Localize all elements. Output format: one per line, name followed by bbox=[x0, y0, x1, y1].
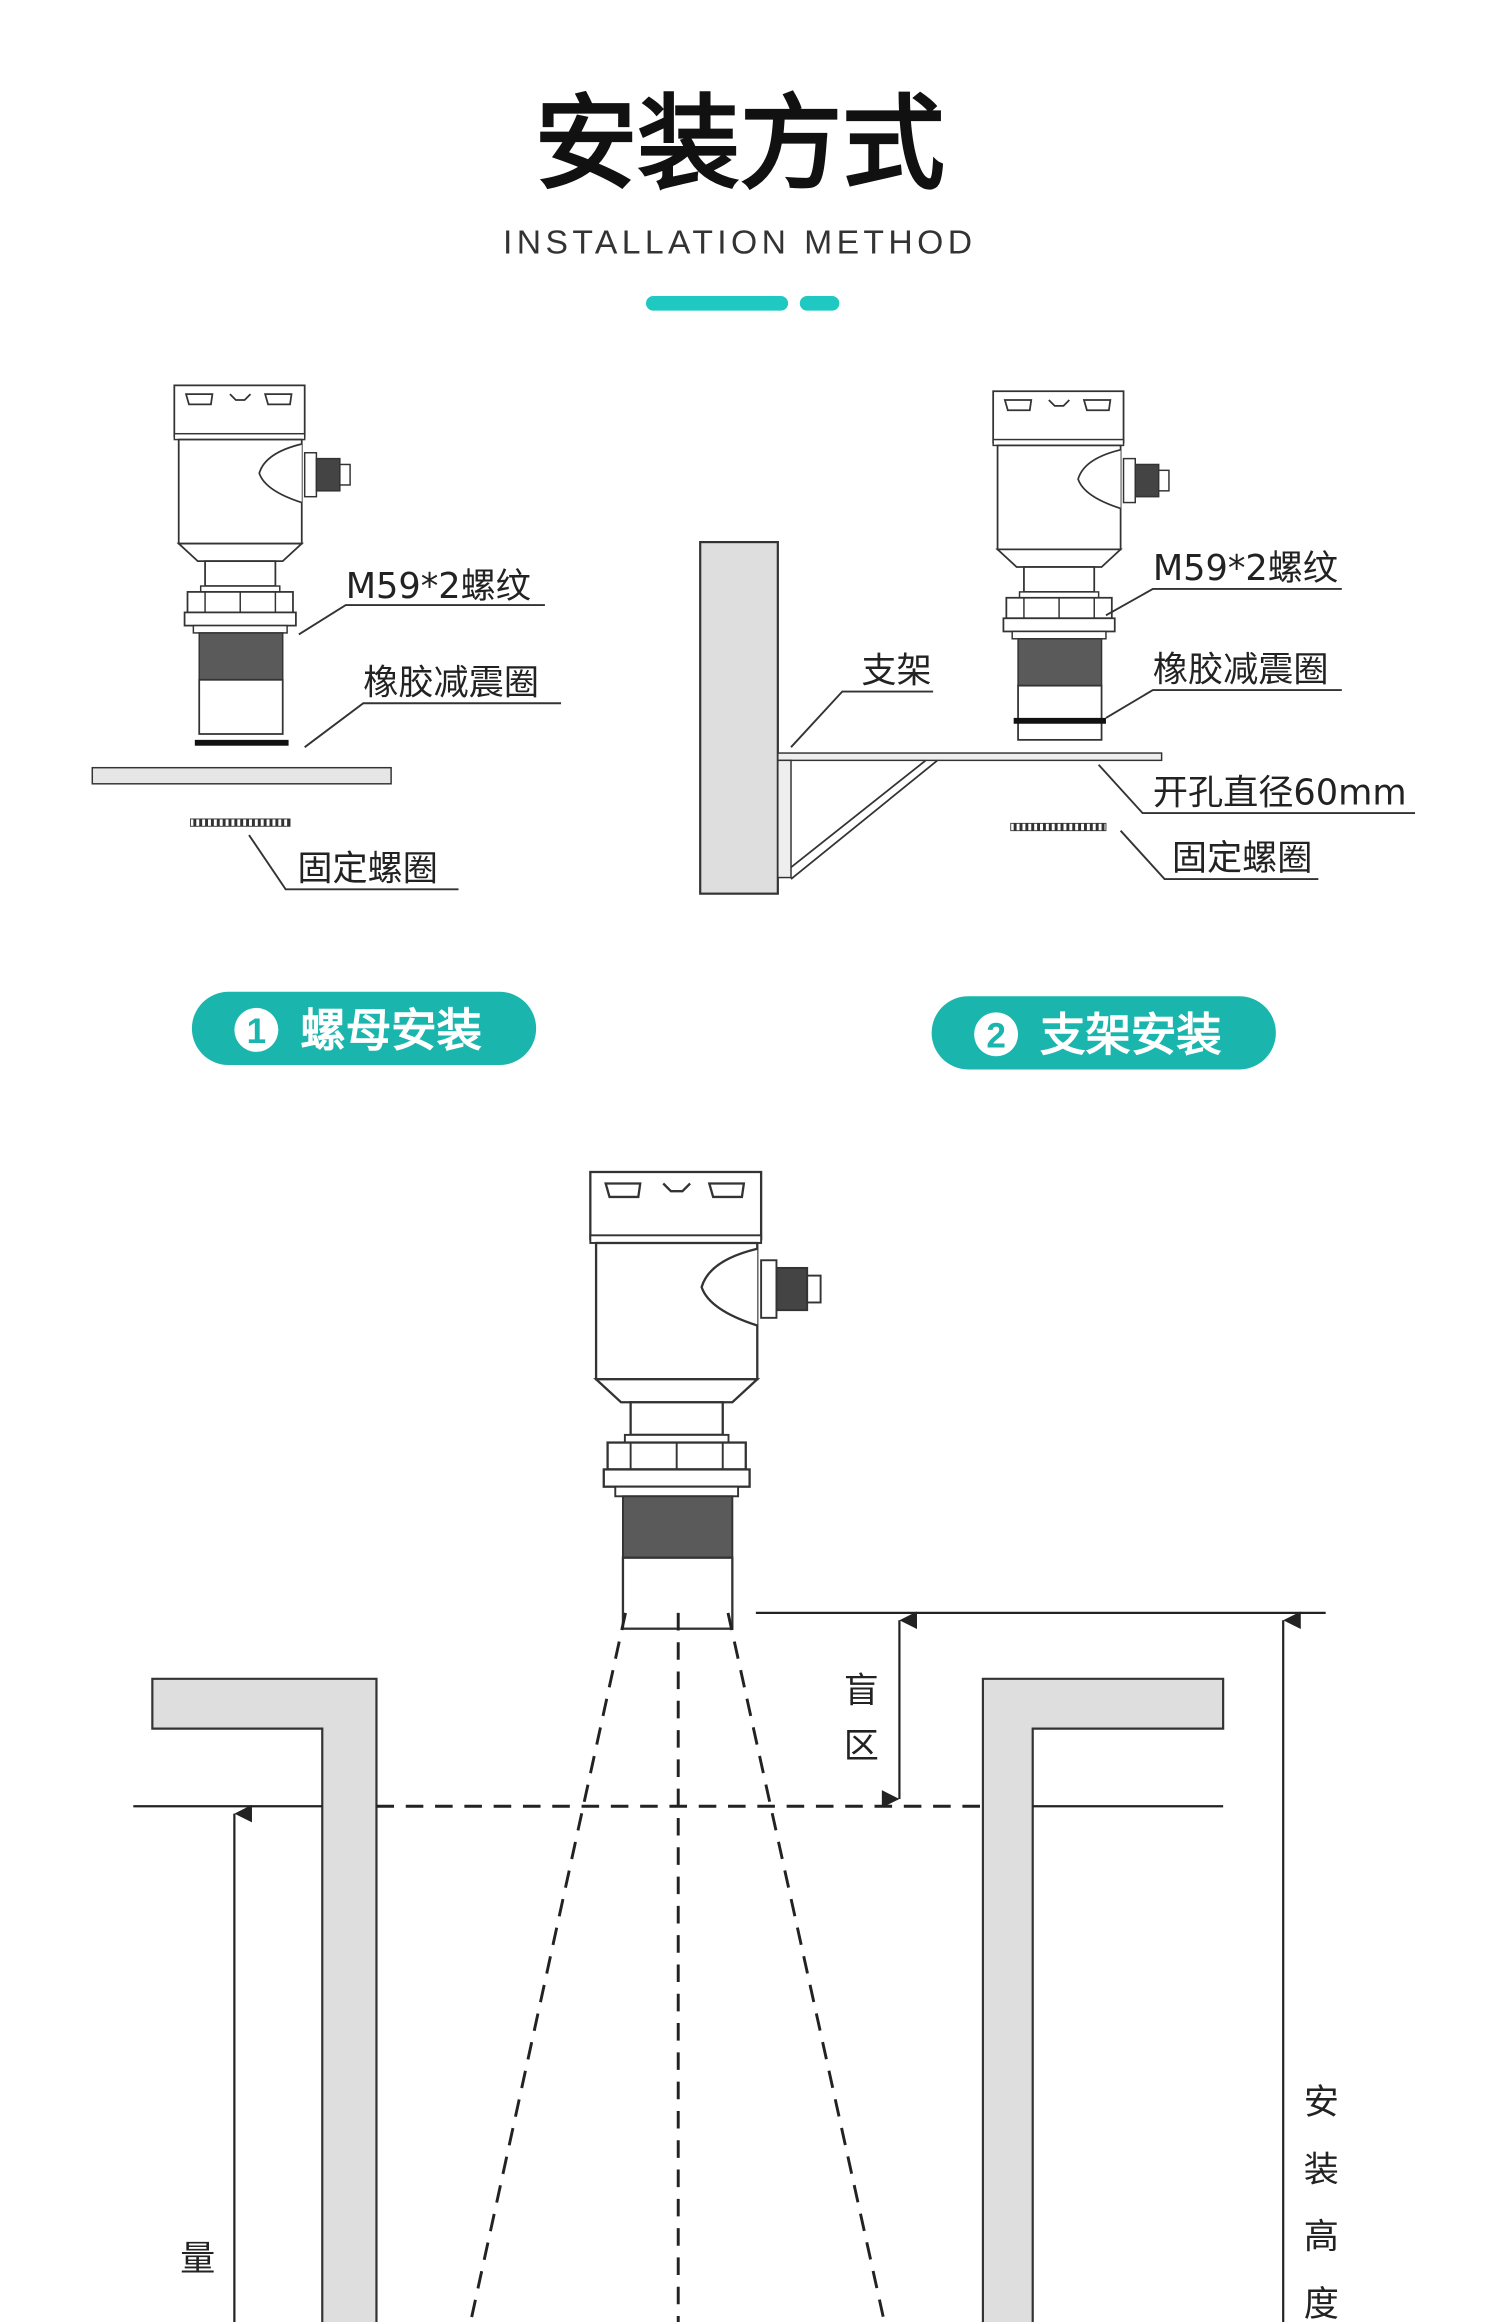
bracket-install-badge: 2 支架安装 bbox=[931, 996, 1276, 1070]
accent-bar-long bbox=[645, 296, 789, 311]
badge-number: 1 bbox=[247, 1012, 267, 1051]
fixing-ring-label: 固定螺圈 bbox=[297, 848, 438, 889]
fixing-ring bbox=[1010, 822, 1107, 832]
sensor-illustration bbox=[173, 384, 351, 735]
bracket-label: 支架 bbox=[861, 651, 931, 692]
rubber-gasket bbox=[194, 739, 289, 746]
badge-label: 螺母安装 bbox=[300, 1004, 482, 1057]
hole-diameter-label: 开孔直径60mm bbox=[1153, 772, 1407, 813]
bracket-mount bbox=[777, 759, 792, 879]
bracket-installation-diagram: 支架 M59*2螺纹 橡胶减震圈 开孔直径60mm 固定螺圈 bbox=[699, 390, 1416, 895]
install-height-char: 安 bbox=[1304, 2082, 1339, 2123]
mounting-plate bbox=[91, 766, 392, 785]
page-subtitle: INSTALLATION METHOD bbox=[503, 225, 976, 262]
bracket-arm bbox=[777, 752, 1163, 762]
measurement-diagram: 盲 区 量 安 装 高 度 bbox=[133, 1170, 1339, 2322]
tank-wall-left bbox=[151, 1677, 378, 2322]
badge-label: 支架安装 bbox=[1040, 1008, 1222, 1061]
gasket-label: 橡胶减震圈 bbox=[363, 662, 539, 703]
fixing-ring-label: 固定螺圈 bbox=[1172, 838, 1313, 879]
badge-number: 2 bbox=[986, 1016, 1006, 1055]
install-height-char: 度 bbox=[1304, 2284, 1339, 2322]
page-title: 安装方式 bbox=[535, 85, 945, 204]
accent-bar-short bbox=[799, 296, 840, 311]
thread-label: M59*2螺纹 bbox=[1153, 548, 1338, 589]
blind-zone-char: 区 bbox=[844, 1726, 879, 1767]
install-height-char: 装 bbox=[1304, 2149, 1339, 2190]
tank-wall-right bbox=[981, 1677, 1225, 2322]
beam-lines bbox=[469, 1612, 886, 2322]
wall bbox=[699, 541, 779, 895]
gasket-label: 橡胶减震圈 bbox=[1153, 649, 1329, 690]
rubber-gasket bbox=[1013, 717, 1106, 724]
nut-installation-diagram: M59*2螺纹 橡胶减震圈 固定螺圈 bbox=[91, 384, 562, 891]
fixing-ring bbox=[189, 818, 291, 827]
sensor-illustration bbox=[589, 1170, 822, 1630]
range-char: 量 bbox=[180, 2239, 215, 2280]
install-height-char: 高 bbox=[1304, 2217, 1339, 2258]
sensor-illustration bbox=[992, 390, 1170, 741]
blind-zone-char: 盲 bbox=[844, 1670, 879, 1711]
thread-label: M59*2螺纹 bbox=[346, 566, 531, 607]
nut-install-badge: 1 螺母安装 bbox=[191, 991, 537, 1066]
